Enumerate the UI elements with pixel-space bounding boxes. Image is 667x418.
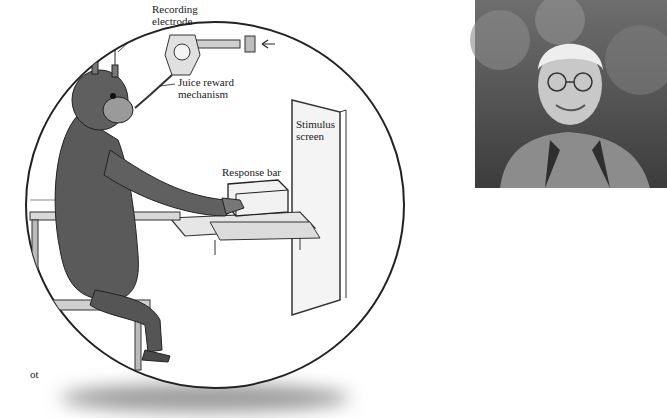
- callout-label: Juice reward mechanism: [178, 76, 253, 100]
- monkey-scene: [30, 22, 346, 380]
- screen-label: Stimulus screen: [296, 118, 338, 142]
- callout-label: Recording electrode: [152, 3, 212, 27]
- cut-label: ot: [30, 368, 60, 380]
- oval-frame: [26, 22, 404, 388]
- callout-label: Response bar: [222, 166, 302, 178]
- stimulus-screen: [292, 100, 340, 315]
- portrait-photo: [470, 0, 667, 188]
